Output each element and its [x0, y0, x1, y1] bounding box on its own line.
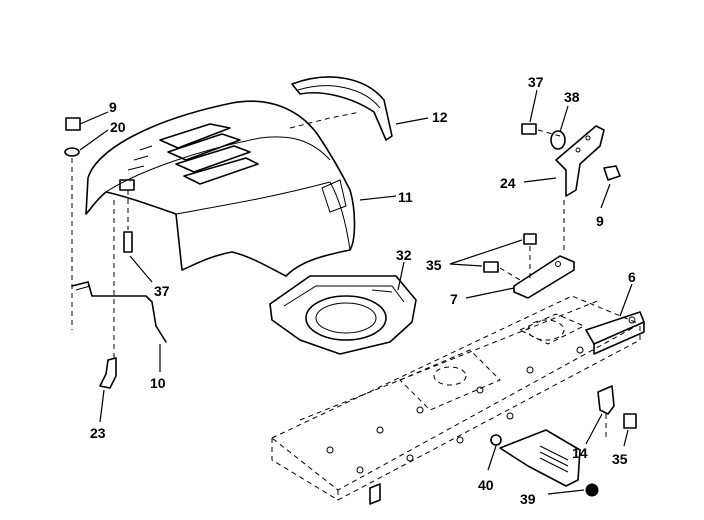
nut-9b: [603, 165, 621, 181]
hood-pan: [269, 275, 417, 355]
bolt-37a: [123, 231, 133, 253]
chassis-frame: [271, 295, 642, 505]
bolt-35c: [623, 413, 637, 429]
callout-38: 38: [564, 89, 580, 105]
nut-40: [490, 434, 502, 446]
bracket-14: [597, 385, 615, 415]
hardware: [64, 117, 637, 497]
callout-23: 23: [90, 425, 106, 441]
callout-6: 6: [628, 269, 636, 285]
bolt-35a: [523, 233, 537, 245]
callout-37: 37: [154, 283, 170, 299]
bolt-37b: [521, 123, 537, 135]
bracket-23: [99, 357, 117, 389]
callout-11: 11: [398, 189, 413, 205]
callout-24: 24: [500, 175, 516, 191]
washer-38: [550, 130, 566, 150]
bracket-7: [513, 255, 575, 299]
leader-lines: [79, 89, 633, 495]
callout-14: 14: [572, 445, 588, 461]
nut-9: [65, 117, 81, 131]
washer-20: [64, 147, 80, 157]
callout-39: 39: [520, 491, 536, 507]
bracket-24: [555, 125, 605, 197]
bolt-35b: [483, 261, 499, 273]
hood-rod: [71, 281, 167, 343]
callout-40: 40: [478, 477, 494, 493]
hood-bracket: [585, 311, 645, 355]
callout-9: 9: [109, 99, 117, 115]
callout-12: 12: [432, 109, 448, 125]
callout-10: 10: [150, 375, 166, 391]
callout-7: 7: [450, 291, 458, 307]
callout-9b: 9: [596, 213, 604, 229]
dash-panel: [291, 76, 393, 141]
nut-39: [585, 483, 599, 497]
callout-20: 20: [110, 119, 126, 135]
side-plate: [499, 429, 581, 487]
callout-35: 35: [426, 257, 442, 273]
callout-labels: 9 20 37 10 23 12 11 32 37 38 24 9 35 7 6…: [90, 74, 636, 507]
hood: [85, 100, 356, 277]
callout-35b: 35: [612, 451, 628, 467]
callout-32: 32: [396, 247, 412, 263]
callout-37b: 37: [528, 74, 544, 90]
alignment-lines: [71, 111, 607, 440]
